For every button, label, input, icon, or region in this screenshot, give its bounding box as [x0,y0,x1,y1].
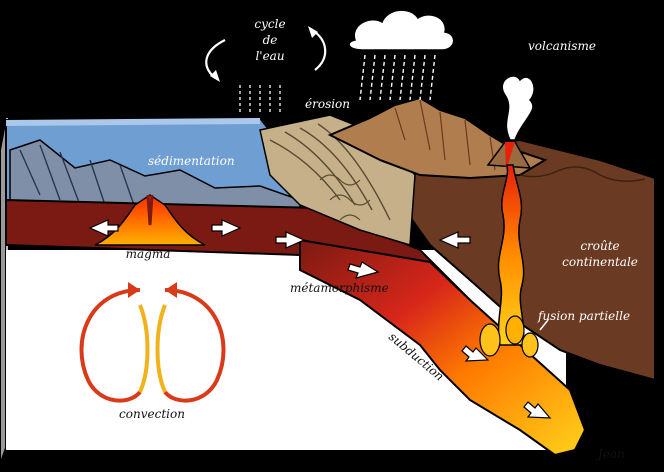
fusion-pointer [539,319,549,331]
label-water-cycle-1: cycle [254,17,285,31]
label-erosion: érosion [305,97,350,111]
label-convection: convection [119,407,185,421]
label-magma: magma [126,247,171,261]
label-metamorphism: métamorphisme [290,281,389,295]
continental-crust [398,138,656,382]
subducting-slab [299,238,587,457]
label-continental-crust-2: continentale [562,255,638,269]
partial-melting-zone [479,315,539,358]
label-sedimentation: sédimentation [148,154,235,168]
volcanic-plume-icon [501,75,535,141]
label-volcanism: volcanisme [528,39,596,53]
evaporation-lines [239,85,281,112]
label-continental-crust-1: croûte [580,239,619,253]
label-partial-melting: fusion partielle [537,309,630,323]
volcano [486,141,532,170]
cloud-icon [348,9,455,101]
convection-cells [79,282,226,403]
signature: Jean [595,447,625,461]
arrow-icon [88,219,552,419]
magma-chimney [497,164,525,346]
mountain-range [327,96,646,182]
cycle-arrows-icon [205,26,327,82]
label-water-cycle-3: l'eau [255,49,284,63]
mid-ocean-ridge [94,194,206,246]
label-water-cycle-2: de [263,33,278,47]
